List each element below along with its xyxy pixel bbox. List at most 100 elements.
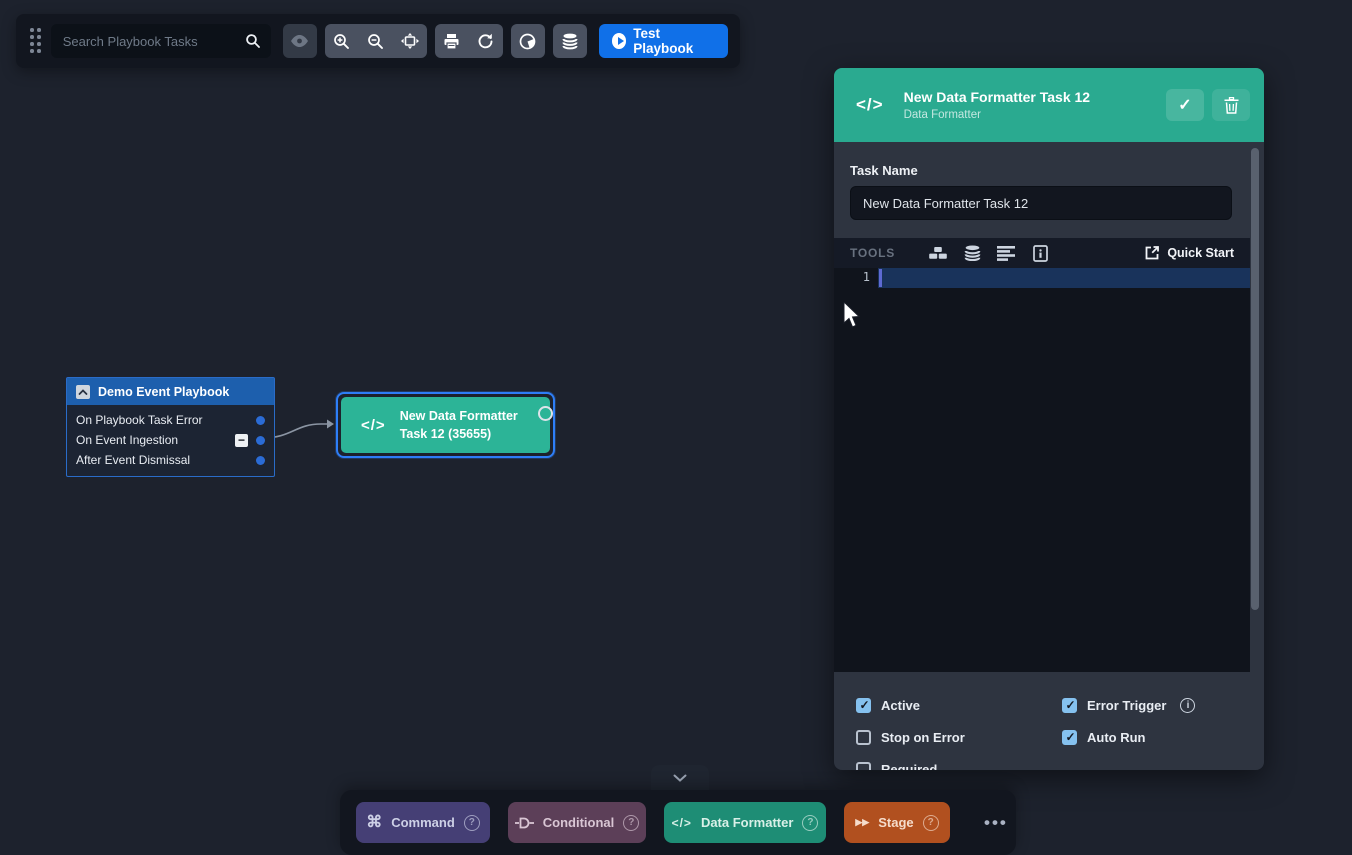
option-stop-on-error[interactable]: Stop on Error [856,730,965,745]
play-icon [611,33,627,49]
info-glyph: i [1186,700,1190,711]
trash-icon [1224,96,1239,114]
ellipsis-icon: ••• [984,812,1008,832]
collapse-connection-button[interactable]: − [235,433,248,447]
visibility-toggle-button[interactable] [282,24,317,58]
info-icon[interactable]: i [1180,698,1196,713]
help-icon[interactable]: ? [623,814,640,831]
save-task-button[interactable]: ✓ [1166,89,1204,121]
zoom-out-icon [367,33,384,50]
data-formatter-label: Data Formatter [700,815,794,830]
checkbox-auto-run[interactable] [1062,730,1077,745]
checkbox-required[interactable] [856,762,871,770]
stage-label: Stage [878,815,914,830]
output-port[interactable] [256,435,265,445]
question-glyph: ? [628,817,635,828]
external-link-icon [1144,245,1160,261]
toolbar-drag-handle-icon[interactable] [30,28,43,54]
add-command-task-button[interactable]: ⌘ Command ? [356,802,490,843]
option-error-trigger[interactable]: Error Trigger i [1062,698,1196,713]
check-icon: ✓ [1178,97,1192,114]
chevron-down-icon [673,774,687,782]
test-playbook-button[interactable]: Test Playbook [598,24,728,58]
add-stage-task-button[interactable]: ▶▶ Stage ? [844,802,950,843]
trigger-output-label: After Event Dismissal [76,453,191,467]
output-port[interactable] [256,415,265,425]
trigger-node-body: On Playbook Task Error On Event Ingestio… [67,405,274,476]
datastore-icon[interactable] [955,241,989,265]
more-task-types-button[interactable]: ••• [984,813,1008,833]
collapse-node-button[interactable] [76,384,90,399]
task-settings-panel: </> New Data Formatter Task 12 Data Form… [834,68,1264,770]
task-name-label: Task Name [850,163,918,178]
variables-bricks-icon[interactable] [921,241,955,265]
task-node-data-formatter[interactable]: </> New Data Formatter Task 12 (35655) [336,392,555,458]
option-label: Error Trigger [1087,698,1167,713]
command-icon: ⌘ [366,813,383,831]
trigger-node-title: Demo Event Playbook [98,384,230,399]
code-editor[interactable]: 1 [834,268,1250,672]
task-node-title-line2: Task 12 (35655) [399,427,492,441]
editor-caret [879,269,882,287]
output-button-group [434,24,503,58]
add-data-formatter-task-button[interactable]: </> Data Formatter ? [664,802,826,843]
quick-start-link[interactable]: Quick Start [1144,245,1234,261]
eye-icon [290,34,309,48]
output-port[interactable] [256,455,265,465]
globe-icon [519,33,536,50]
code-icon: </> [671,815,692,830]
stage-icon: ▶▶ [855,817,870,827]
code-icon: </> [856,95,884,114]
text-lines-icon[interactable] [989,241,1023,265]
minus-icon: − [237,433,245,447]
zoom-in-button[interactable] [325,24,359,58]
delete-task-button[interactable] [1212,89,1250,121]
option-label: Stop on Error [881,730,965,745]
database-icon [562,33,578,50]
trigger-output-label: On Event Ingestion [76,433,179,447]
help-icon[interactable]: ? [922,814,939,831]
datastore-button[interactable] [552,24,587,58]
help-icon[interactable]: ? [802,814,819,831]
search-box[interactable] [50,24,271,58]
conditional-icon [514,817,534,829]
collapse-toolbar-tab[interactable] [651,765,709,791]
zoom-out-button[interactable] [359,24,393,58]
add-conditional-task-button[interactable]: Conditional ? [508,802,646,843]
option-label: Required [881,762,938,770]
option-label: Active [881,698,921,713]
panel-subtitle: Data Formatter [903,109,981,121]
task-name-input[interactable] [850,186,1232,220]
print-button[interactable] [435,24,469,58]
search-input[interactable] [62,33,245,49]
checkbox-active[interactable] [856,698,871,713]
command-label: Command [391,815,455,830]
task-output-port[interactable] [538,406,553,421]
panel-title: New Data Formatter Task 12 [903,89,1091,105]
search-icon[interactable] [245,33,261,49]
panel-scrollbar-thumb[interactable] [1251,148,1259,610]
zoom-in-icon [333,33,350,50]
refresh-button[interactable] [469,24,503,58]
task-node-body[interactable]: </> New Data Formatter Task 12 (35655) [341,397,550,453]
option-required[interactable]: Required [856,762,937,770]
question-glyph: ? [468,817,475,828]
option-active[interactable]: Active [856,698,920,713]
fit-to-screen-button[interactable] [393,24,427,58]
checkbox-stop-on-error[interactable] [856,730,871,745]
checkbox-error-trigger[interactable] [1062,698,1077,713]
code-icon: </> [361,416,386,434]
help-icon[interactable]: ? [463,814,480,831]
document-info-icon[interactable] [1023,241,1057,265]
web-globe-button[interactable] [510,24,545,58]
task-node-title-line1: New Data Formatter [399,409,518,423]
test-playbook-label: Test Playbook [633,26,694,56]
trigger-node-header[interactable]: Demo Event Playbook [67,378,274,405]
trigger-node-demo-event-playbook[interactable]: Demo Event Playbook On Playbook Task Err… [66,377,275,477]
editor-active-line [878,268,1250,288]
fit-to-screen-icon [400,33,419,49]
task-node-title: New Data Formatter Task 12 (35655) [400,407,518,443]
option-auto-run[interactable]: Auto Run [1062,730,1145,745]
tools-bar: TOOLS Quick Start [834,238,1250,268]
question-glyph: ? [807,817,814,828]
